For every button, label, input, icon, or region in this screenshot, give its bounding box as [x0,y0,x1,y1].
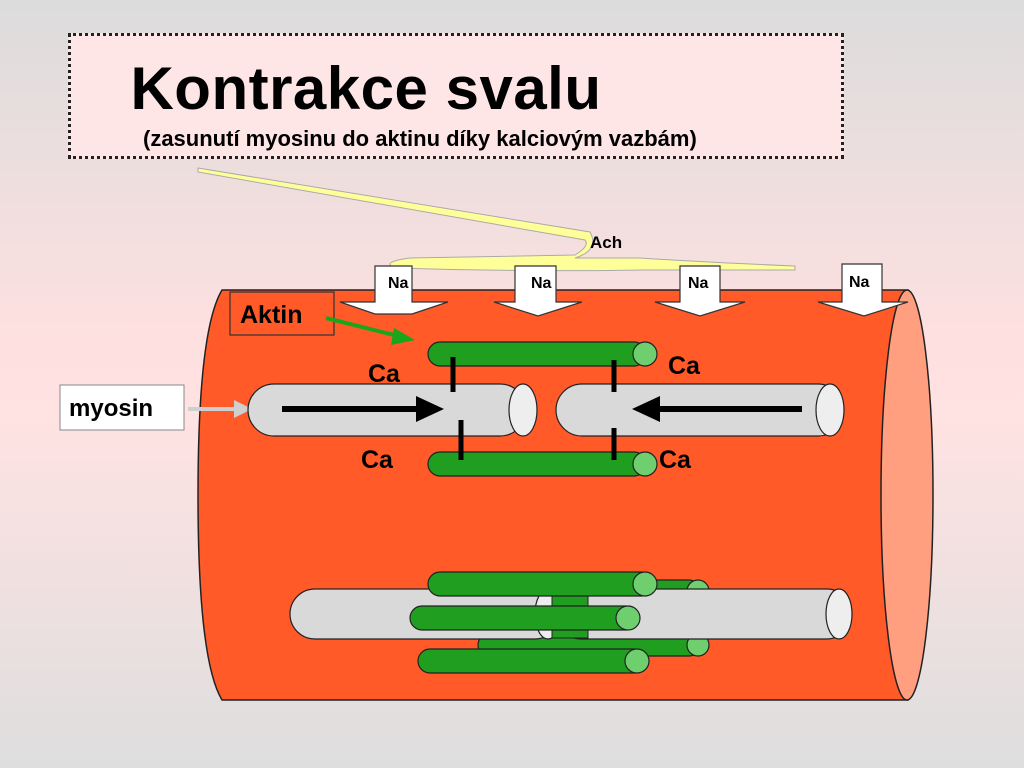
nerve-fiber [197,167,796,272]
aktin-label: Aktin [240,301,303,329]
muscle-fiber-end [880,289,934,701]
direction-arrow-right [282,396,444,422]
aktin-label-box [229,291,335,336]
na-arrow-1: Na [339,265,449,315]
na-arrow-3: Na [654,265,746,317]
title-box: Kontrakce svalu (zasunutí myosinu do akt… [68,33,844,159]
aktin-pointer-arrow [325,316,415,345]
contracted-actin-front-1 [427,571,658,597]
ca-label-top-right: Ca [668,352,701,380]
na-arrow-2: Na [493,265,583,317]
myosin-label-box [59,384,185,431]
myosin-label: myosin [69,395,153,422]
ach-label: Ach [590,233,622,252]
sodium-arrows: Na Na Na Na [339,263,909,317]
cross-bridges [450,357,617,460]
contracted-actin-front-3 [417,648,650,674]
direction-arrow-left [632,396,802,422]
ca-label-bottom-right: Ca [659,446,692,474]
na-label-1: Na [388,275,409,292]
na-label-2: Na [531,275,552,292]
na-label-3: Na [688,275,709,292]
contracted-actin-front-2 [409,605,641,631]
contracted-sarcomere [289,571,853,674]
page-subtitle: (zasunutí myosinu do aktinu díky kalciov… [143,126,697,151]
ca-label-top-left: Ca [368,360,401,388]
myosin-pointer-arrow [188,400,252,418]
na-label-4: Na [849,274,870,291]
actin-filament-upper [427,341,658,367]
ca-label-bottom-left: Ca [361,446,394,474]
page-title: Kontrakce svalu [130,55,602,122]
actin-filament-lower [427,451,658,477]
na-arrow-4: Na [817,263,909,317]
